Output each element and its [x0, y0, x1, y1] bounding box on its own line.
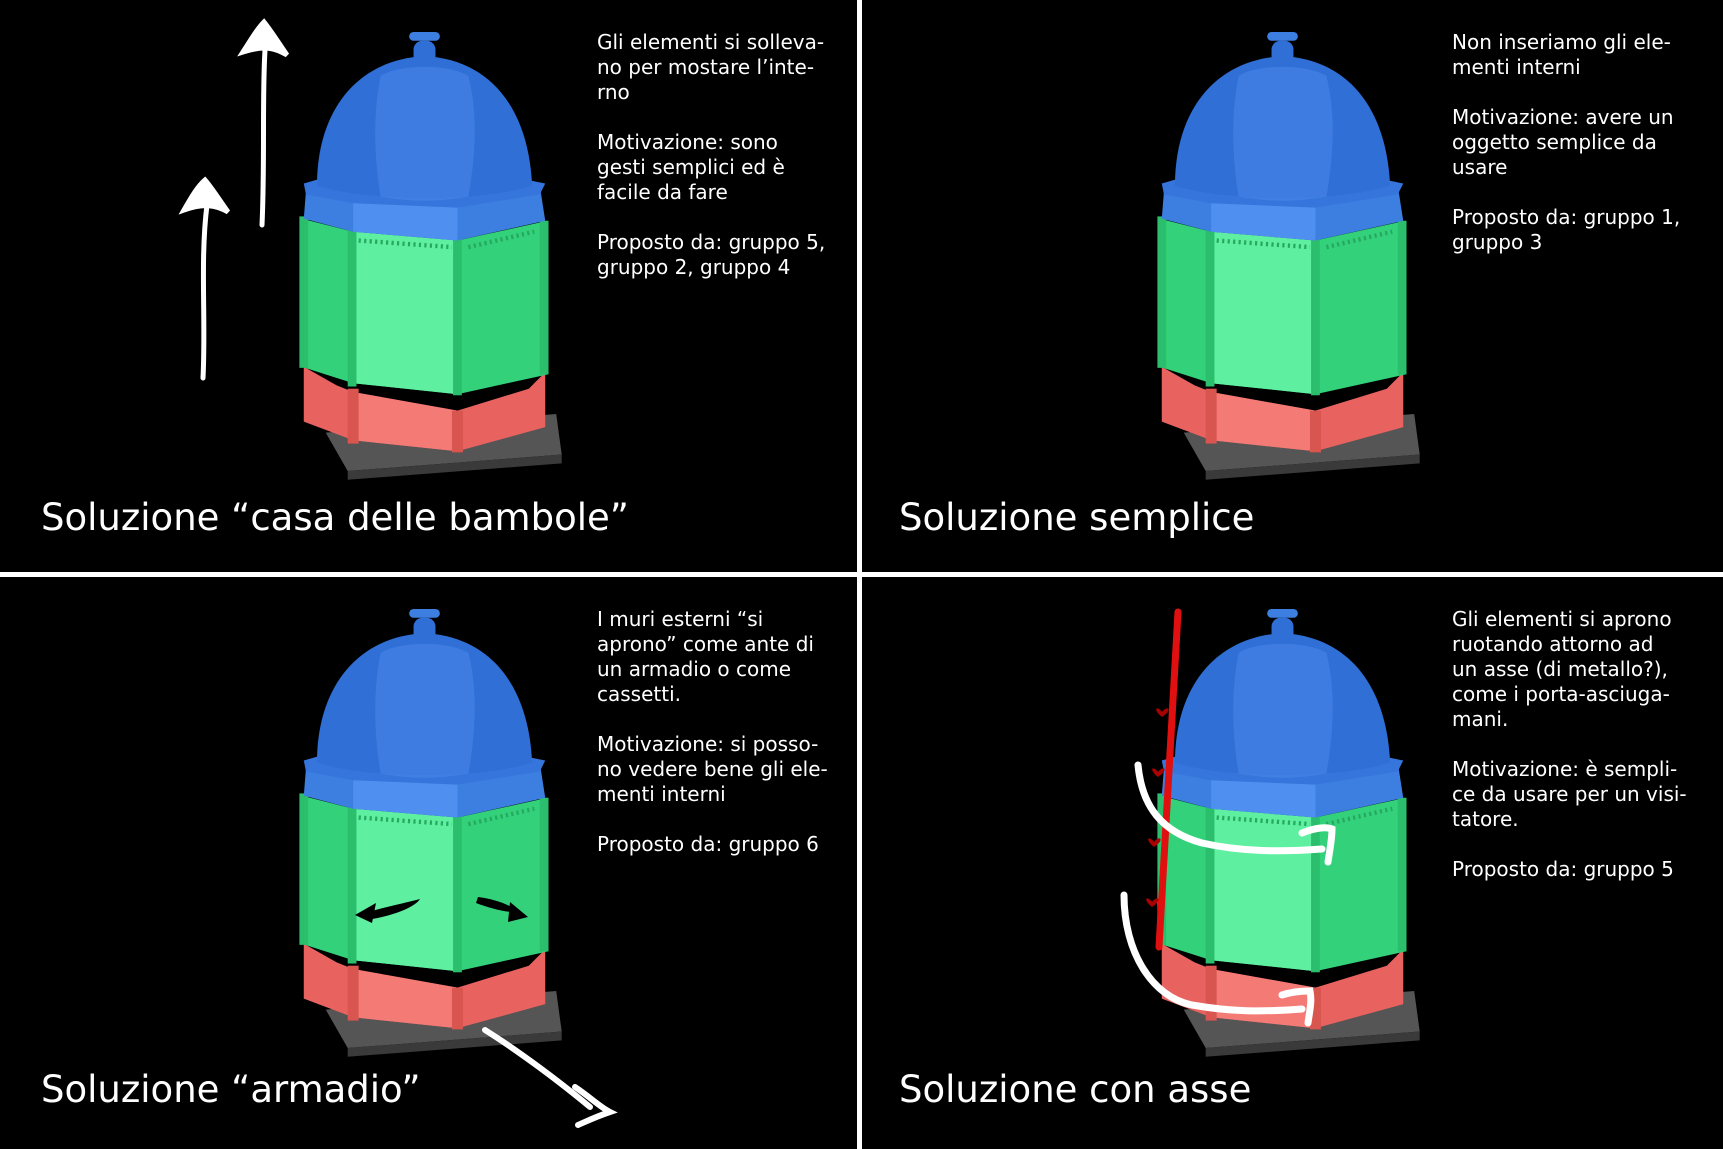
description: Non inseriamo gli ele- menti interni Mot… — [1452, 30, 1707, 280]
panel-axis: Gli elementi si aprono ruotando attorno … — [862, 577, 1723, 1149]
proposed-by-paragraph: Proposto da: gruppo 5, gruppo 2, gruppo … — [597, 230, 826, 279]
description-paragraph: Gli elementi si solleva- no per mostare … — [597, 30, 825, 104]
panel-wardrobe: I muri esterni “si aprono” come ante di … — [0, 577, 857, 1149]
description-paragraph: Gli elementi si aprono ruotando attorno … — [1452, 607, 1672, 731]
motivation-paragraph: Motivazione: si posso- no vedere bene gl… — [597, 732, 828, 806]
panel-title: Soluzione “armadio” — [41, 1068, 421, 1111]
panel-title: Soluzione con asse — [899, 1068, 1252, 1111]
description-paragraph: Non inseriamo gli ele- menti interni — [1452, 30, 1671, 79]
description-paragraph: I muri esterni “si aprono” come ante di … — [597, 607, 814, 706]
kiosk-model — [1148, 609, 1428, 1059]
motivation-paragraph: Motivazione: avere un oggetto semplice d… — [1452, 105, 1674, 179]
panel-title: Soluzione “casa delle bambole” — [41, 496, 629, 539]
panel-simple: Non inseriamo gli ele- menti interni Mot… — [862, 0, 1723, 572]
proposed-by-paragraph: Proposto da: gruppo 5 — [1452, 857, 1674, 881]
kiosk-model — [1148, 32, 1428, 482]
description: Gli elementi si solleva- no per mostare … — [597, 30, 852, 305]
panel-title: Soluzione semplice — [899, 496, 1255, 539]
up-arrow-icon — [178, 176, 231, 381]
kiosk-model — [290, 609, 570, 1059]
panel-dollhouse: Gli elementi si solleva- no per mostare … — [0, 0, 857, 572]
proposed-by-paragraph: Proposto da: gruppo 6 — [597, 832, 819, 856]
motivation-paragraph: Motivazione: è sempli- ce da usare per u… — [1452, 757, 1687, 831]
up-arrow-icon — [237, 18, 290, 228]
horizontal-divider — [0, 572, 1723, 577]
kiosk-model — [290, 32, 570, 482]
description: Gli elementi si aprono ruotando attorno … — [1452, 607, 1707, 907]
motivation-paragraph: Motivazione: sono gesti semplici ed è fa… — [597, 130, 785, 204]
description: I muri esterni “si aprono” come ante di … — [597, 607, 852, 882]
proposed-by-paragraph: Proposto da: gruppo 1, gruppo 3 — [1452, 205, 1681, 254]
